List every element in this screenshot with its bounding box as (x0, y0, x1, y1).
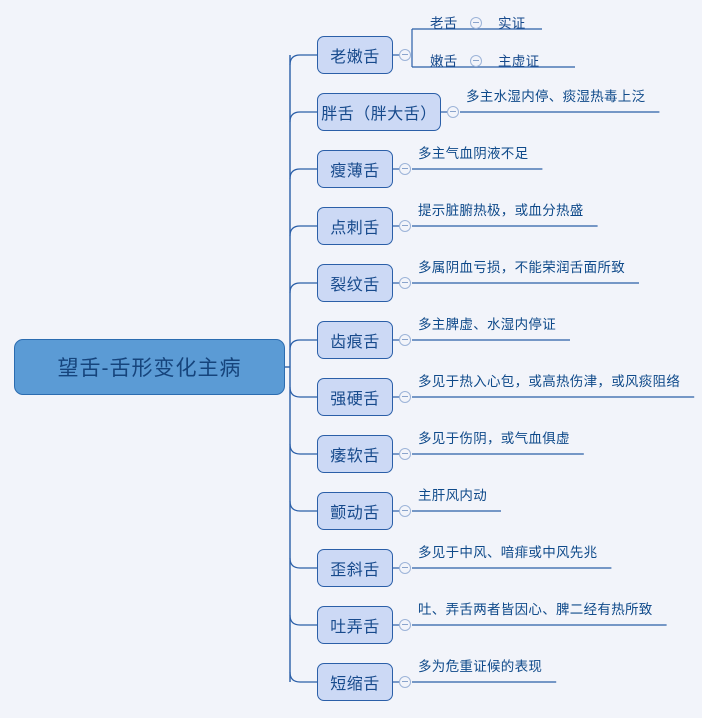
branch-node-11[interactable]: 吐弄舌 (317, 606, 393, 644)
branch-node-label: 短缩舌 (330, 676, 380, 693)
leaf-label: 多见于中风、喑痱或中风先兆 (418, 545, 598, 560)
collapse-minus-icon[interactable] (470, 55, 482, 67)
branch-node-label: 胖舌（胖大舌） (321, 106, 437, 123)
branch-node-label: 吐弄舌 (330, 619, 380, 636)
leaf-label: 多为危重证候的表现 (418, 659, 543, 674)
collapse-minus-icon[interactable] (399, 562, 411, 574)
branch-node-5[interactable]: 裂纹舌 (317, 264, 393, 302)
branch-node-4[interactable]: 点刺舌 (317, 207, 393, 245)
leaf-label: 多主气血阴液不足 (418, 146, 529, 161)
leaf-text-9[interactable]: 主肝风内动 (412, 489, 487, 503)
collapse-minus-icon[interactable] (399, 391, 411, 403)
collapse-minus-icon[interactable] (399, 49, 411, 61)
leaf-label: 多主水湿内停、痰湿热毒上泛 (466, 89, 646, 104)
branch-node-3[interactable]: 瘦薄舌 (317, 150, 393, 188)
leaf-text-10[interactable]: 多见于中风、喑痱或中风先兆 (412, 546, 597, 560)
leaf-label: 提示脏腑热极，或血分热盛 (418, 203, 584, 218)
branch-node-8[interactable]: 痿软舌 (317, 435, 393, 473)
collapse-minus-icon[interactable] (470, 17, 482, 29)
leaf-label: 吐、弄舌两者皆因心、脾二经有热所致 (418, 602, 653, 617)
collapse-minus-icon[interactable] (399, 448, 411, 460)
leaf-text-4[interactable]: 提示脏腑热极，或血分热盛 (412, 204, 584, 218)
branch-node-label: 齿痕舌 (330, 334, 380, 351)
branch-node-label: 老嫩舌 (330, 49, 380, 66)
branch-node-label: 强硬舌 (330, 391, 380, 408)
sub-item-value-1[interactable]: 实证 (498, 16, 526, 31)
leaf-label: 多见于伤阴，或气血俱虚 (418, 431, 570, 446)
sub-item-label-2[interactable]: 嫩舌 (430, 54, 458, 69)
leaf-text-6[interactable]: 多主脾虚、水湿内停证 (412, 318, 556, 332)
collapse-minus-icon[interactable] (399, 505, 411, 517)
leaf-text-7[interactable]: 多见于热入心包，或高热伤津，或风痰阻络 (412, 375, 680, 389)
leaf-text-8[interactable]: 多见于伤阴，或气血俱虚 (412, 432, 570, 446)
branch-node-label: 点刺舌 (330, 220, 380, 237)
leaf-text-2[interactable]: 多主水湿内停、痰湿热毒上泛 (460, 90, 645, 104)
branch-node-1[interactable]: 老嫩舌 (317, 36, 393, 74)
collapse-minus-icon[interactable] (399, 676, 411, 688)
leaf-label: 多见于热入心包，或高热伤津，或风痰阻络 (418, 374, 681, 389)
collapse-minus-icon[interactable] (399, 619, 411, 631)
leaf-label: 多主脾虚、水湿内停证 (418, 317, 556, 332)
branch-node-12[interactable]: 短缩舌 (317, 663, 393, 701)
leaf-text-12[interactable]: 多为危重证候的表现 (412, 660, 542, 674)
root-node-label: 望舌-舌形变化主病 (57, 357, 242, 380)
root-node[interactable]: 望舌-舌形变化主病 (14, 339, 285, 395)
collapse-minus-icon[interactable] (399, 334, 411, 346)
sub-item-value-2[interactable]: 主虚证 (498, 54, 540, 69)
collapse-minus-icon[interactable] (399, 163, 411, 175)
branch-node-9[interactable]: 颤动舌 (317, 492, 393, 530)
leaf-text-11[interactable]: 吐、弄舌两者皆因心、脾二经有热所致 (412, 603, 653, 617)
branch-node-label: 歪斜舌 (330, 562, 380, 579)
leaf-label: 多属阴血亏损，不能荣润舌面所致 (418, 260, 625, 275)
branch-node-label: 裂纹舌 (330, 277, 380, 294)
branch-node-7[interactable]: 强硬舌 (317, 378, 393, 416)
leaf-label: 主肝风内动 (418, 488, 487, 503)
branch-node-2[interactable]: 胖舌（胖大舌） (317, 93, 441, 131)
collapse-minus-icon[interactable] (447, 106, 459, 118)
branch-node-label: 颤动舌 (330, 505, 380, 522)
branch-node-label: 瘦薄舌 (330, 163, 380, 180)
branch-node-6[interactable]: 齿痕舌 (317, 321, 393, 359)
collapse-minus-icon[interactable] (399, 277, 411, 289)
sub-item-label-1[interactable]: 老舌 (430, 16, 458, 31)
leaf-text-5[interactable]: 多属阴血亏损，不能荣润舌面所致 (412, 261, 625, 275)
leaf-text-3[interactable]: 多主气血阴液不足 (412, 147, 528, 161)
collapse-minus-icon[interactable] (399, 220, 411, 232)
branch-node-label: 痿软舌 (330, 448, 380, 465)
branch-node-10[interactable]: 歪斜舌 (317, 549, 393, 587)
